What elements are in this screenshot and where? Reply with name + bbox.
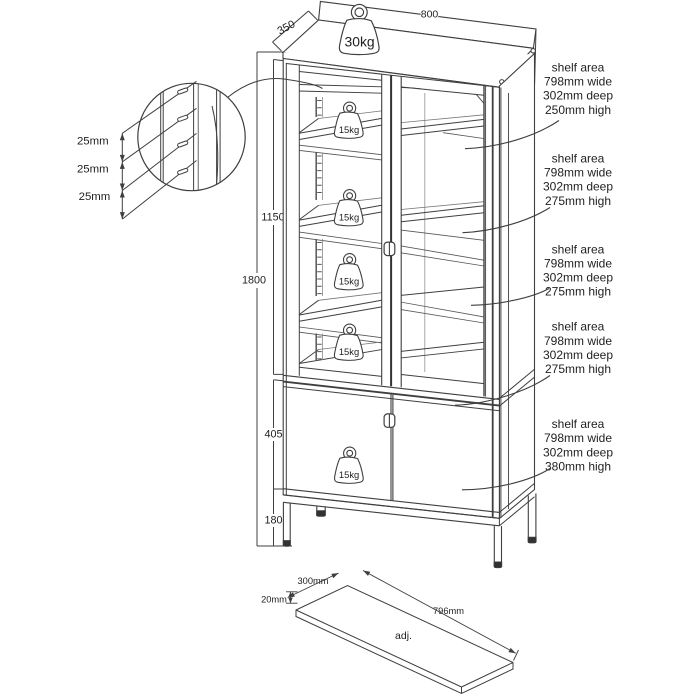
svg-text:302mm deep: 302mm deep <box>543 348 613 362</box>
svg-text:shelf area: shelf area <box>552 151 605 165</box>
svg-text:798mm wide: 798mm wide <box>544 256 612 270</box>
svg-text:15kg: 15kg <box>339 275 359 286</box>
svg-text:798mm wide: 798mm wide <box>544 75 612 89</box>
svg-text:shelf area: shelf area <box>552 417 605 431</box>
svg-text:20mm: 20mm <box>261 594 287 604</box>
svg-text:25mm: 25mm <box>79 191 111 203</box>
svg-text:798mm wide: 798mm wide <box>544 334 612 348</box>
svg-text:796mm: 796mm <box>433 606 464 616</box>
svg-text:405: 405 <box>264 428 282 440</box>
svg-text:15kg: 15kg <box>339 469 359 480</box>
svg-text:25mm: 25mm <box>77 164 109 176</box>
svg-text:30kg: 30kg <box>345 33 375 49</box>
svg-text:adj.: adj. <box>395 630 412 642</box>
svg-text:300mm: 300mm <box>297 576 328 586</box>
svg-text:shelf area: shelf area <box>552 60 605 74</box>
svg-text:302mm deep: 302mm deep <box>543 271 613 285</box>
svg-text:800: 800 <box>421 9 439 21</box>
svg-text:1150: 1150 <box>261 211 284 223</box>
svg-text:25mm: 25mm <box>77 136 109 148</box>
svg-text:380mm high: 380mm high <box>545 459 611 473</box>
svg-text:180: 180 <box>264 514 282 526</box>
svg-text:302mm deep: 302mm deep <box>543 89 613 103</box>
svg-text:250mm high: 250mm high <box>545 103 611 117</box>
svg-text:15kg: 15kg <box>339 211 359 222</box>
svg-text:15kg: 15kg <box>339 346 359 357</box>
svg-text:shelf area: shelf area <box>552 320 605 334</box>
svg-text:798mm wide: 798mm wide <box>544 166 612 180</box>
svg-text:302mm deep: 302mm deep <box>543 180 613 194</box>
svg-text:275mm high: 275mm high <box>545 285 611 299</box>
svg-text:15kg: 15kg <box>339 124 359 135</box>
svg-text:shelf area: shelf area <box>552 242 605 256</box>
svg-text:302mm deep: 302mm deep <box>543 445 613 459</box>
svg-text:275mm high: 275mm high <box>545 362 611 376</box>
svg-text:1800: 1800 <box>242 274 266 286</box>
svg-text:275mm high: 275mm high <box>545 194 611 208</box>
svg-text:798mm wide: 798mm wide <box>544 431 612 445</box>
